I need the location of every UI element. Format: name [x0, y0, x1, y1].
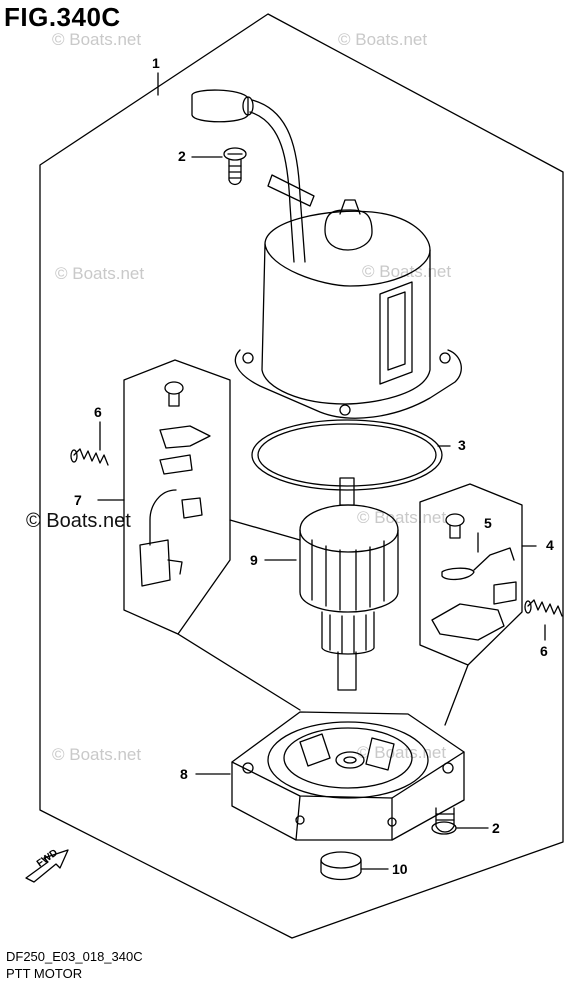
figure-name: PTT MOTOR: [6, 966, 83, 981]
spring-right: [524, 599, 563, 641]
callout-9: 9: [250, 552, 258, 568]
watermark: © Boats.net: [357, 508, 447, 527]
watermark: © Boats.net: [338, 30, 428, 49]
callout-5: 5: [484, 515, 492, 531]
brush-holder-outline-right: [419, 483, 523, 666]
armature: [264, 477, 399, 691]
callout-4: 4: [546, 537, 554, 553]
callout-8: 8: [180, 766, 188, 782]
watermark: © Boats.net: [52, 745, 142, 764]
brush-holder-right: [431, 513, 537, 641]
callout-2: 2: [178, 148, 186, 164]
bolt-bottom: [431, 807, 489, 835]
callout-1: 1: [152, 55, 160, 71]
callout-10: 10: [392, 861, 408, 877]
watermark: © Boats.net: [362, 262, 452, 281]
callout-6: 6: [94, 404, 102, 420]
figure-title: FIG.340C: [4, 2, 121, 32]
watermark: © Boats.net: [26, 510, 131, 532]
fwd-arrow: [25, 849, 69, 883]
brush-holder-left: [97, 381, 211, 587]
watermark: © Boats.net: [52, 30, 142, 49]
callout-3: 3: [458, 437, 466, 453]
motor-housing: [234, 199, 462, 419]
watermark: © Boats.net: [55, 264, 145, 283]
spring-left: [70, 448, 109, 466]
wire-harness: [191, 89, 315, 263]
brush-holder-outline-left: [123, 359, 231, 635]
callout-7: 7: [74, 492, 82, 508]
collar: [320, 851, 389, 881]
figure-code: DF250_E03_018_340C: [6, 949, 143, 964]
screw-top: [191, 147, 247, 186]
callout-2-bottom: 2: [492, 820, 500, 836]
assembly-outline: [39, 13, 564, 939]
end-cover: [195, 711, 465, 841]
callout-6-right: 6: [540, 643, 548, 659]
o-ring: [251, 419, 451, 491]
